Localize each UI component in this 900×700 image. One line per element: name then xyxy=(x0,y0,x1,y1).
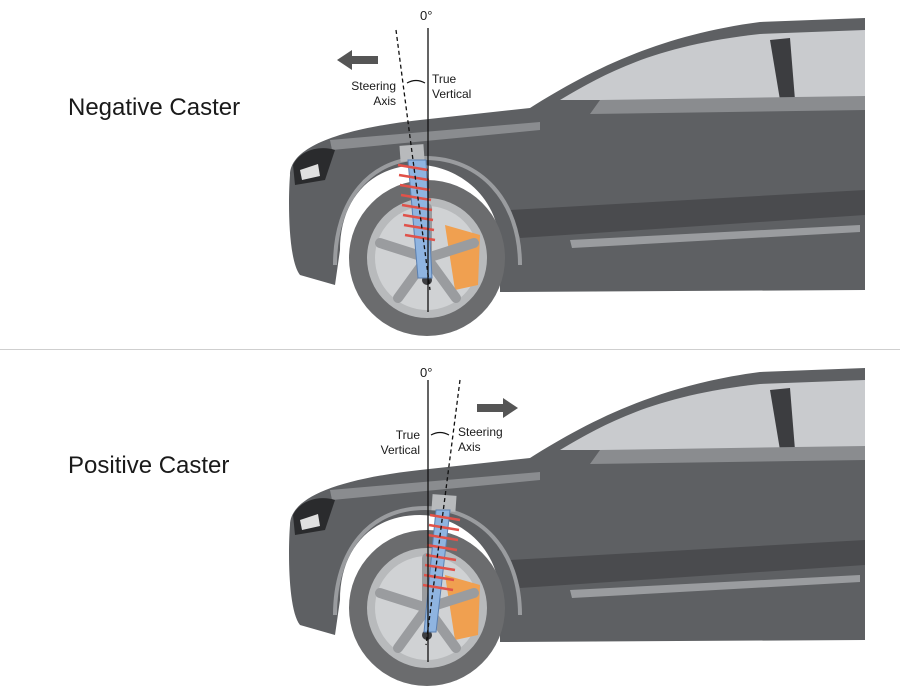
steering-axis-line xyxy=(395,29,431,291)
positive-caster-panel: Positive Caster 0° True Vertical Steerin… xyxy=(0,350,900,700)
negative-caster-illustration xyxy=(289,18,865,336)
direction-arrow-right xyxy=(477,398,518,418)
angle-arc xyxy=(430,431,450,436)
angle-arc xyxy=(406,79,426,84)
car-body xyxy=(289,368,865,642)
true-vertical-label: True Vertical xyxy=(432,72,472,101)
negative-caster-panel: Negative Caster 0° Steering Axis True Ve… xyxy=(68,8,865,336)
positive-caster-illustration xyxy=(289,368,865,686)
degree-label: 0° xyxy=(420,8,433,23)
car-body xyxy=(289,18,865,292)
panel-divider xyxy=(0,349,900,350)
panel-title: Negative Caster xyxy=(68,94,241,121)
degree-label: 0° xyxy=(420,365,433,380)
direction-arrow-left xyxy=(337,50,378,70)
true-vertical-label: True Vertical xyxy=(380,428,420,457)
steering-axis-label: Steering Axis xyxy=(351,79,396,108)
steering-axis-line xyxy=(425,379,461,646)
panel-title: Positive Caster xyxy=(68,452,230,479)
steering-axis-label: Steering Axis xyxy=(458,425,503,454)
strut-assembly xyxy=(397,144,436,279)
